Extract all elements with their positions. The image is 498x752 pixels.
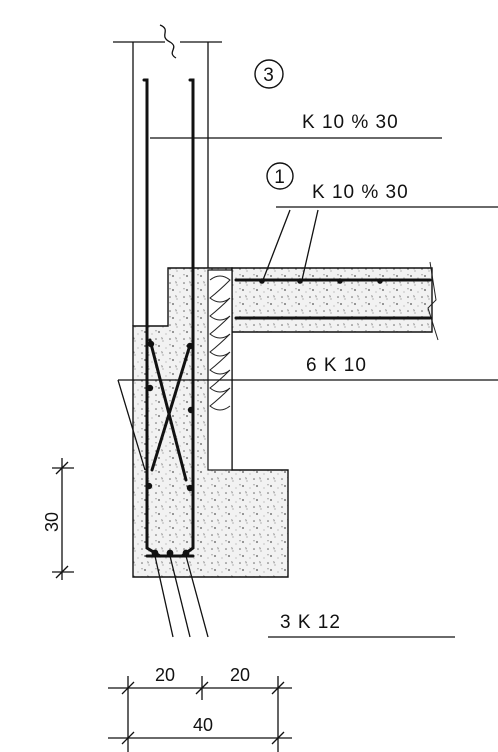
leader-bar1-pointer-1	[262, 209, 291, 281]
bar3-spec: K 10 % 30	[302, 112, 399, 133]
rebar-diagonal-1	[148, 338, 188, 482]
leader-3k12-pointer-3	[185, 555, 209, 638]
bar1-spec: K 10 % 30	[312, 182, 409, 203]
bar-6k10-label: 6 K 10	[306, 355, 367, 376]
bar-3k12-label: 3 K 12	[280, 612, 341, 633]
leader-3k12-pointer-1	[154, 555, 174, 638]
dimension-width-total: 40	[193, 715, 213, 735]
bar1-marker: 1	[274, 167, 286, 188]
dimension-height-value: 30	[42, 512, 62, 532]
dimension-height	[52, 458, 74, 580]
leader-3k12-pointer-2	[169, 555, 191, 638]
rebar-diagonal-2	[150, 343, 192, 472]
slab-break	[427, 261, 439, 341]
dimension-width-right: 20	[230, 665, 250, 685]
rebar-dots	[145, 278, 383, 557]
dimension-width-left: 20	[155, 665, 175, 685]
insulation-pattern	[209, 275, 231, 411]
insulation-pad	[207, 269, 233, 471]
leader-bar1-pointer-2	[301, 209, 319, 281]
concrete-slab	[231, 267, 433, 333]
break-line	[113, 24, 222, 59]
leader-6k10-pointer	[117, 379, 146, 471]
bar3-marker-circle	[254, 59, 284, 89]
dimension-width	[108, 676, 292, 752]
bar3-marker: 3	[263, 65, 275, 86]
bar1-marker-circle	[266, 162, 294, 190]
